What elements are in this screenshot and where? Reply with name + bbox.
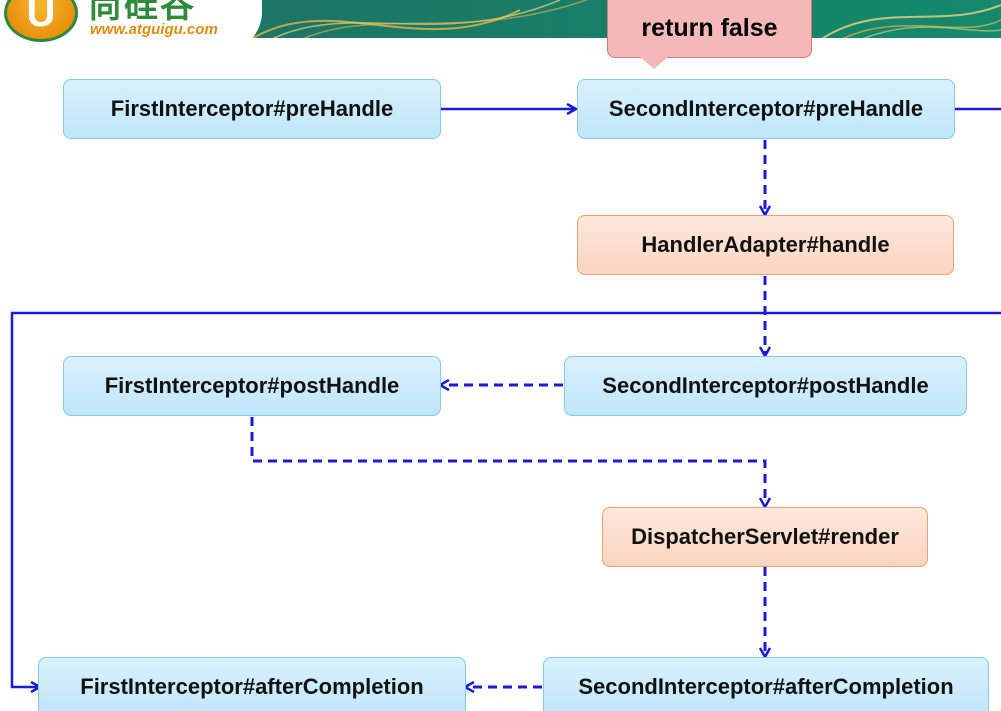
node-label: FirstInterceptor#afterCompletion — [80, 674, 424, 699]
node-first-aftercompletion: FirstInterceptor#afterCompletion — [38, 657, 466, 711]
arrow-first-post-to-render — [250, 417, 765, 507]
node-label: SecondInterceptor#afterCompletion — [578, 674, 954, 699]
arrow-return-false-to-first-after — [10, 311, 1001, 687]
node-dispatcher-render: DispatcherServlet#render — [602, 507, 928, 567]
node-second-posthandle: SecondInterceptor#postHandle — [564, 356, 967, 416]
node-second-prehandle: SecondInterceptor#preHandle — [577, 79, 955, 139]
logo-letter: U — [26, 0, 56, 35]
logo-name: 尚硅谷 — [88, 0, 196, 26]
logo-url: www.atguigu.com — [90, 21, 218, 38]
node-handler-adapter: HandlerAdapter#handle — [577, 215, 954, 275]
node-second-aftercompletion: SecondInterceptor#afterCompletion — [543, 657, 989, 711]
node-label: SecondInterceptor#postHandle — [602, 373, 929, 398]
callout-text: return false — [641, 14, 778, 42]
node-label: FirstInterceptor#postHandle — [104, 373, 400, 398]
callout-pointer — [640, 57, 668, 69]
node-first-prehandle: FirstInterceptor#preHandle — [63, 79, 441, 139]
node-first-posthandle: FirstInterceptor#postHandle — [63, 356, 441, 416]
node-label: SecondInterceptor#preHandle — [608, 96, 924, 121]
node-label: FirstInterceptor#preHandle — [110, 96, 394, 121]
brand-logo: U 尚硅谷 www.atguigu.com — [0, 0, 262, 52]
node-label: DispatcherServlet#render — [631, 524, 899, 549]
banner-decoration — [251, 0, 1001, 38]
return-false-callout: return false — [607, 0, 812, 58]
node-label: HandlerAdapter#handle — [641, 232, 890, 257]
